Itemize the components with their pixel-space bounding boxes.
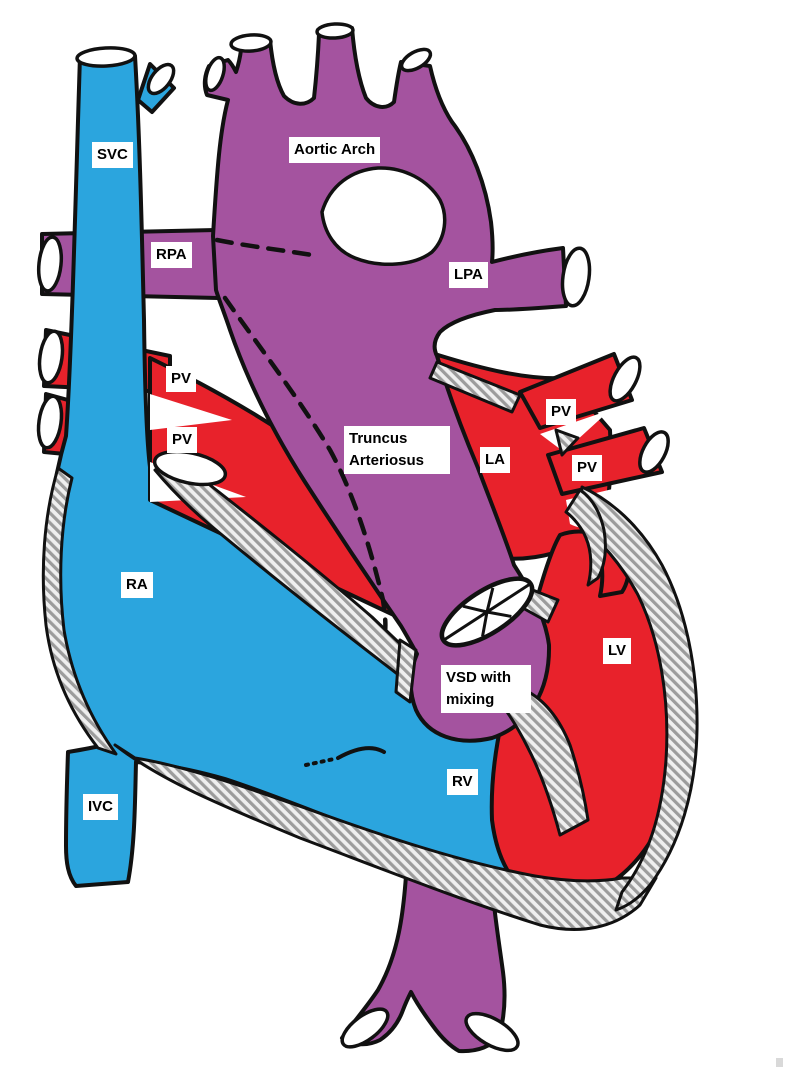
bottom-wall [113, 743, 658, 931]
hidden-pa-dashed-line-upper [214, 237, 315, 258]
label-svc: SVC [92, 142, 133, 168]
label-lv: LV [603, 638, 632, 664]
label-pv-right-upper: PV [546, 399, 577, 425]
arch-branch3-open-end [399, 47, 433, 73]
la-lv-wall-hook [564, 488, 607, 587]
truncal-valve-leaflets [444, 582, 532, 641]
arch-branch1-open-end [229, 33, 273, 53]
pv-upper-open-end [37, 329, 65, 385]
arch-window [320, 166, 447, 266]
arch-stub-open-end [204, 55, 226, 93]
descending-aorta [340, 858, 507, 1054]
label-ivc: IVC [83, 794, 119, 820]
svc-branch-open-end [146, 62, 176, 96]
pv-right-lower-open-end [638, 430, 670, 474]
atrial-septum-wall [153, 458, 417, 678]
label-pv-left-upper: PV [166, 366, 197, 392]
scan-artifact-mark [776, 1058, 783, 1067]
aorta-left-branch-open-end [340, 1007, 390, 1049]
lpa-open-end [560, 246, 592, 308]
rv-fold-dots [304, 757, 336, 767]
ra-left-wall [41, 466, 118, 756]
rpa-open-end [36, 235, 64, 293]
label-vsd: VSD with mixing [441, 665, 531, 713]
label-la: LA [480, 447, 510, 473]
pv-right-upper-open-end [608, 355, 642, 403]
label-truncus-arteriosus: Truncus Arteriosus [344, 426, 450, 474]
label-rv: RV [447, 769, 478, 795]
truncal-valve [439, 576, 535, 648]
label-aortic-arch: Aortic Arch [289, 137, 381, 163]
label-lpa: LPA [449, 262, 488, 288]
arch-branch2-open-end [315, 22, 355, 40]
pv-lower-open-end [36, 394, 64, 450]
label-rpa: RPA [151, 242, 192, 268]
hidden-pa-dashed-line-descending [222, 295, 388, 635]
svc-open-end [75, 46, 137, 68]
label-pv-left-lower: PV [167, 427, 198, 453]
rv-fold-line [336, 746, 386, 760]
pv-wedge-gap-1 [150, 394, 232, 430]
label-ra: RA [121, 572, 153, 598]
septum-white-gap [152, 449, 228, 487]
label-pv-right-lower: PV [572, 455, 603, 481]
la-roof-wall [428, 360, 522, 414]
aorta-right-branch-open-end [464, 1011, 520, 1053]
valve-left-wall-bit [394, 638, 418, 704]
pv-junction-wall-bit [554, 428, 580, 457]
lv-outer-wall [576, 485, 699, 912]
iv-septum-wall [496, 688, 590, 837]
heart-walls [41, 360, 699, 931]
